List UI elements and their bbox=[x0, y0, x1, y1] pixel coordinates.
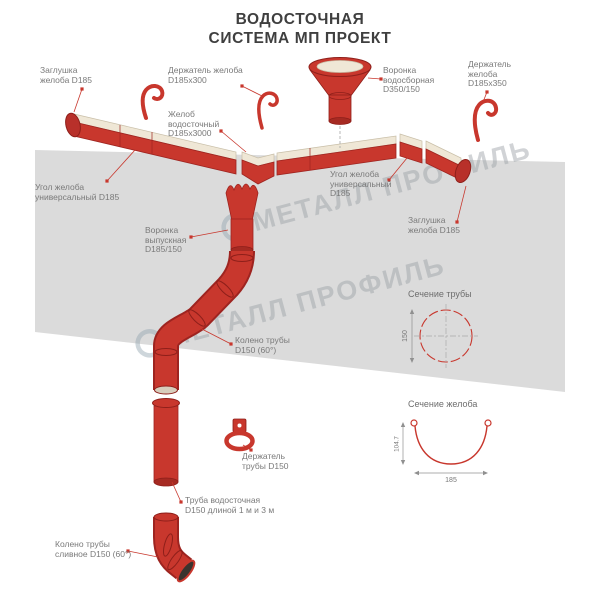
label-gutter-corner-left: Угол желоба универсальный D185 bbox=[35, 182, 120, 202]
heading-pipe-section: Сечение трубы bbox=[408, 289, 472, 299]
gutter-right-run-drawing bbox=[276, 135, 397, 176]
title-line-1: ВОДОСТОЧНАЯ bbox=[235, 11, 365, 28]
label-outlet-funnel: Воронка выпускная D185/150 bbox=[145, 225, 187, 254]
gutter-left-run-drawing bbox=[65, 112, 237, 175]
gutter-hook-left-drawing bbox=[140, 84, 165, 120]
downpipe-straight-drawing bbox=[152, 398, 180, 487]
heading-gutter-section: Сечение желоба bbox=[408, 399, 478, 409]
discharge-elbow-drawing bbox=[153, 512, 196, 583]
title-line-2: СИСТЕМА МП ПРОЕКТ bbox=[208, 30, 392, 47]
label-gutter-end-cap-right: Заглушка желоба D185 bbox=[408, 215, 460, 235]
pipe-holder-drawing bbox=[224, 418, 255, 452]
pipe-open-end-drawing bbox=[154, 385, 178, 395]
label-discharge-elbow: Колено трубы сливное D150 (60°) bbox=[55, 539, 132, 559]
label-gutter-corner-right: Угол желоба универсальный D185 bbox=[330, 169, 392, 198]
page-title: ВОДОСТОЧНАЯ СИСТЕМА МП ПРОЕКТ bbox=[0, 10, 600, 48]
outlet-funnel-drawing bbox=[225, 183, 259, 254]
gutter-right-end-drawing bbox=[425, 140, 472, 184]
pipe-diameter-dimension: 150 bbox=[402, 330, 409, 342]
leader-lines bbox=[73, 77, 488, 558]
label-downpipe: Труба водосточная D150 длиной 1 м и 3 м bbox=[185, 495, 275, 515]
label-gutter-hook-left: Держатель желоба D185х300 bbox=[168, 65, 243, 85]
gutter-depth-dimension: 104.7 bbox=[394, 436, 401, 452]
pipe-section-diagram: 150 bbox=[402, 304, 478, 368]
gutter-hook-center-drawing bbox=[257, 91, 279, 130]
elbow-outlet-opening-drawing bbox=[176, 559, 196, 583]
label-gutter-end-cap-left: Заглушка желоба D185 bbox=[40, 65, 92, 85]
gutter-corner-right-drawing bbox=[399, 133, 423, 164]
gutter-end-cap-right-drawing bbox=[454, 158, 472, 184]
label-gutter: Желоб водосточный D185х3000 bbox=[168, 109, 220, 138]
label-gutter-hook-right: Держатель желоба D185х350 bbox=[468, 59, 512, 88]
collector-funnel-drawing bbox=[308, 57, 372, 148]
gutter-hook-right-drawing bbox=[472, 98, 499, 142]
gutter-corner-center-drawing bbox=[241, 151, 275, 185]
label-pipe-holder: Держатель трубы D150 bbox=[242, 451, 289, 471]
gutter-section-diagram: 104.7 185 bbox=[394, 419, 492, 484]
leader-markers bbox=[80, 77, 489, 553]
label-collector-funnel: Воронка водосборная D350/150 bbox=[383, 65, 435, 94]
downpipe-upper-drawing bbox=[153, 250, 255, 395]
gutter-end-cap-left-drawing bbox=[65, 112, 81, 138]
label-pipe-elbow: Колено трубы D150 (60°) bbox=[235, 335, 290, 355]
gutter-width-dimension: 185 bbox=[445, 477, 457, 484]
